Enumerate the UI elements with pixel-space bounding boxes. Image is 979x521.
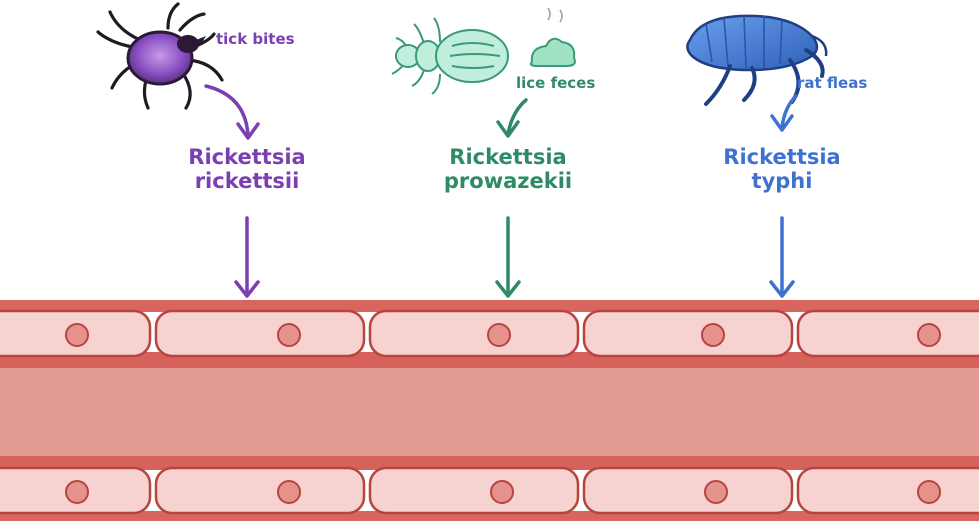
endothelial-cell bbox=[584, 468, 792, 513]
nucleus bbox=[278, 324, 300, 346]
endothelial-cell bbox=[798, 311, 979, 356]
endothelial-cell bbox=[584, 311, 792, 356]
arrow-species-to-vessel-2 bbox=[497, 218, 519, 296]
species-label-prowazekii: Rickettsia prowazekii bbox=[436, 146, 580, 193]
endothelial-row-bottom bbox=[0, 468, 979, 513]
species-label-rickettsii: Rickettsia rickettsii bbox=[180, 146, 314, 193]
vessel-lumen bbox=[0, 358, 979, 464]
nucleus bbox=[488, 324, 510, 346]
louse-icon bbox=[392, 18, 508, 94]
tick-icon bbox=[98, 4, 222, 108]
endothelial-cell bbox=[156, 468, 364, 513]
endothelial-cell bbox=[156, 311, 364, 356]
vector-label-lice: lice feces bbox=[516, 74, 595, 92]
species-genus: Rickettsia bbox=[180, 146, 314, 170]
nucleus bbox=[491, 481, 513, 503]
nucleus bbox=[66, 481, 88, 503]
species-genus: Rickettsia bbox=[715, 146, 849, 170]
arrow-species-to-vessel-3 bbox=[771, 218, 793, 296]
species-genus: Rickettsia bbox=[436, 146, 580, 170]
nucleus bbox=[918, 324, 940, 346]
feces-icon bbox=[531, 8, 575, 66]
blood-vessel bbox=[0, 300, 979, 521]
species-epithet: prowazekii bbox=[436, 170, 580, 194]
endothelial-cell bbox=[798, 468, 979, 513]
arrow-flea-to-species bbox=[772, 96, 796, 130]
species-epithet: typhi bbox=[715, 170, 849, 194]
nucleus bbox=[702, 324, 724, 346]
species-epithet: rickettsii bbox=[180, 170, 314, 194]
vector-label-flea: rat fleas bbox=[797, 74, 867, 92]
arrow-lice-to-species bbox=[498, 100, 526, 136]
species-label-typhi: Rickettsia typhi bbox=[715, 146, 849, 193]
nucleus bbox=[705, 481, 727, 503]
arrow-tick-to-species bbox=[206, 86, 258, 138]
vector-label-tick: tick bites bbox=[216, 30, 295, 48]
nucleus bbox=[278, 481, 300, 503]
endothelial-cell bbox=[370, 311, 578, 356]
arrow-species-to-vessel-1 bbox=[236, 218, 258, 296]
nucleus bbox=[66, 324, 88, 346]
endothelial-cell bbox=[370, 468, 578, 513]
nucleus bbox=[918, 481, 940, 503]
